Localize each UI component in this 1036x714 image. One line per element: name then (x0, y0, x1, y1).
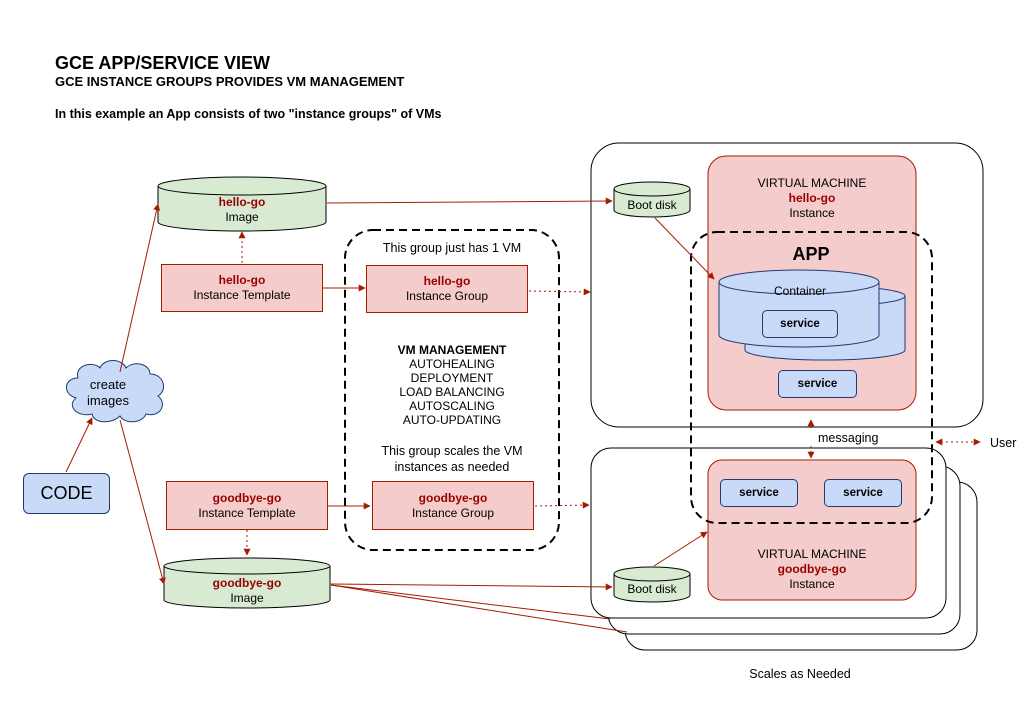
create-images-line2: images (87, 393, 129, 408)
page-description: In this example an App consists of two "… (55, 107, 442, 121)
goodbye-vm-label: VIRTUAL MACHINE goodbye-go Instance (708, 547, 916, 592)
hello-vm-label: VIRTUAL MACHINE hello-go Instance (708, 176, 916, 221)
hello-boot-disk-cylinder (613, 181, 691, 218)
hello-template-type: Instance Template (193, 288, 291, 302)
vm-management-item: AUTOSCALING (409, 399, 495, 413)
hello-image-name: hello-go (218, 195, 266, 209)
hello-template-name: hello-go (218, 273, 266, 287)
vm-management-item: AUTO-UPDATING (402, 413, 502, 427)
goodbye-image-label: goodbye-go Image (164, 576, 330, 606)
goodbye-group-name: goodbye-go (418, 490, 488, 505)
hello-image-label: hello-go Image (158, 195, 326, 225)
service-label: service (843, 486, 883, 499)
instance-group-boundary (344, 229, 560, 551)
container-label: Container (773, 284, 827, 298)
goodbye-boot-disk-cylinder (613, 566, 691, 603)
app-label: APP (792, 244, 830, 264)
messaging-label: messaging (818, 431, 879, 445)
goodbye-group-type: Instance Group (411, 505, 495, 520)
create-images-label: create images (72, 377, 144, 409)
hello-group-box: hello-go Instance Group (366, 265, 528, 313)
create-images-line1: create (89, 377, 127, 392)
hello-vm-type: Instance (789, 206, 835, 220)
cloud-shape (66, 360, 165, 423)
app-boundary (690, 231, 933, 524)
group-note-bottom: This group scales the VM instances as ne… (350, 443, 554, 475)
scales-as-needed-label: Scales as Needed (749, 667, 851, 681)
goodbye-template-box: goodbye-go Instance Template (166, 481, 328, 530)
hello-image-cylinder (157, 176, 327, 232)
vm-management-list: VM MANAGEMENT AUTOHEALING DEPLOYMENT LOA… (350, 343, 554, 427)
goodbye-vm-name: goodbye-go (777, 562, 847, 576)
goodbye-image-type: Image (230, 591, 264, 605)
dotted-connectors (238, 231, 981, 556)
goodbye-image-name: goodbye-go (212, 576, 282, 590)
service-box-hello: service (778, 370, 857, 398)
hello-vm-kind: VIRTUAL MACHINE (757, 176, 867, 190)
code-label: CODE (40, 483, 93, 504)
page-subtitle: GCE INSTANCE GROUPS PROVIDES VM MANAGEME… (55, 74, 405, 89)
hello-image-type: Image (225, 210, 259, 224)
service-label: service (797, 377, 838, 390)
service-label: service (739, 486, 779, 499)
code-box: CODE (23, 473, 110, 514)
goodbye-vm-kind: VIRTUAL MACHINE (757, 547, 867, 561)
goodbye-group-box: goodbye-go Instance Group (372, 481, 534, 530)
group-note-top: This group just has 1 VM (382, 241, 522, 255)
service-box-goodbye-2: service (824, 479, 902, 507)
goodbye-template-type: Instance Template (198, 505, 296, 520)
hello-template-box: hello-go Instance Template (161, 264, 323, 312)
goodbye-image-cylinder (163, 557, 331, 609)
solid-connectors (65, 197, 715, 633)
vm-management-title: VM MANAGEMENT (397, 343, 507, 357)
user-label: User (990, 436, 1017, 450)
vm-management-item: DEPLOYMENT (410, 371, 494, 385)
vm-management-item: LOAD BALANCING (399, 385, 505, 399)
group-note-bottom-line1: This group scales the VM (381, 444, 523, 458)
group-note-bottom-line2: instances as needed (394, 460, 510, 474)
vm-management-item: AUTOHEALING (409, 357, 495, 371)
hello-group-type: Instance Group (405, 289, 489, 303)
hello-group-name: hello-go (423, 274, 471, 288)
service-box-goodbye-1: service (720, 479, 798, 507)
hello-boot-disk-label: Boot disk (627, 198, 677, 212)
service-label: service (780, 317, 820, 330)
goodbye-vm-type: Instance (789, 577, 835, 591)
goodbye-template-name: goodbye-go (212, 490, 282, 505)
service-box-container: service (762, 310, 838, 338)
hello-vm-name: hello-go (788, 191, 836, 205)
page-title: GCE APP/SERVICE VIEW (55, 53, 271, 73)
goodbye-boot-disk-label: Boot disk (627, 582, 677, 596)
